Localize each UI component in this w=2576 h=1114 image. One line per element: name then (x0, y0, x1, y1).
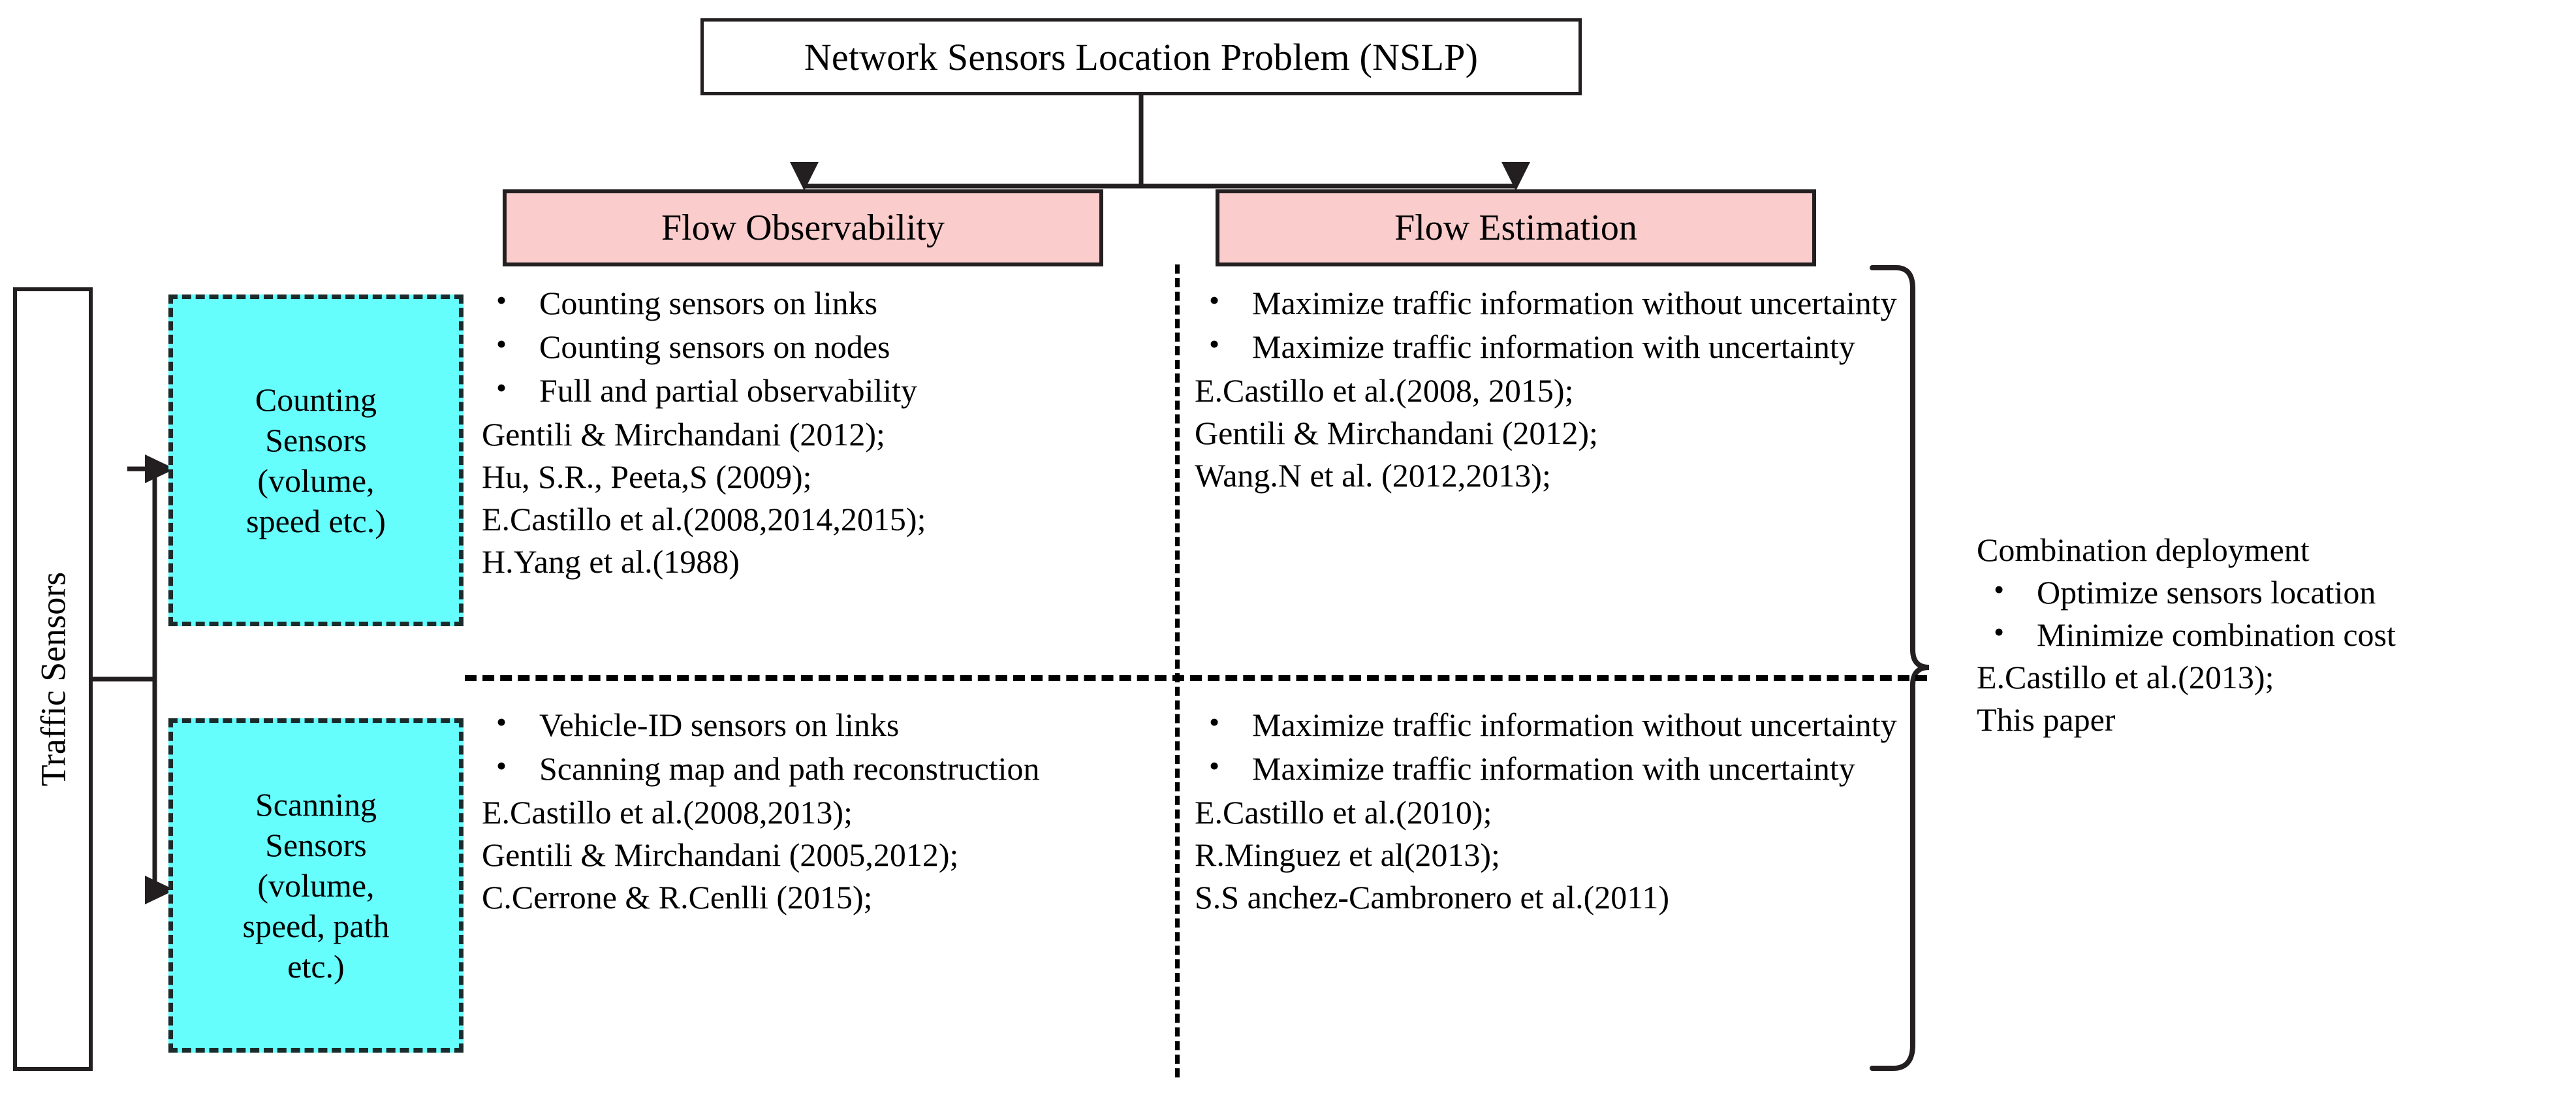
bullet-item: Counting sensors on links (482, 281, 1174, 325)
right-arrowhead (1501, 162, 1530, 191)
citation: Gentili & Mirchandani (2005,2012); (482, 836, 959, 873)
scanning-sensors-box[interactable]: Scanning Sensors (volume, speed, path et… (168, 718, 463, 1053)
citation: Gentili & Mirchandani (2012); (1195, 415, 1598, 451)
cell-counting-estimation: Maximize traffic information without unc… (1195, 281, 1900, 497)
vertical-column-divider (1175, 264, 1180, 1077)
citation: H.Yang et al.(1988) (482, 543, 740, 580)
bullet-item: Maximize traffic information with uncert… (1195, 746, 1919, 790)
citation: Gentili & Mirchandani (2012); (482, 416, 885, 453)
counting-sensors-box[interactable]: Counting Sensors (volume, speed etc.) (168, 294, 463, 626)
left-arrowhead (790, 162, 819, 191)
traffic-sensors-box: Traffic Sensors (13, 287, 93, 1071)
column-header-flow-observability[interactable]: Flow Observability (503, 189, 1103, 266)
bullet-item: Maximize traffic information without unc… (1195, 703, 1919, 746)
citation: E.Castillo et al.(2008, 2015); (1195, 372, 1574, 409)
citation: E.Castillo et al.(2010); (1195, 794, 1492, 831)
root-title-box: Network Sensors Location Problem (NSLP) (700, 18, 1582, 95)
citation: E.Castillo et al.(2008,2013); (482, 794, 853, 831)
citation: R.Minguez et al(2013); (1195, 836, 1500, 873)
traffic-sensors-label: Traffic Sensors (33, 571, 73, 787)
citation: Wang.N et al. (2012,2013); (1195, 457, 1551, 494)
bullet-item: Vehicle-ID sensors on links (482, 703, 1187, 746)
citation: Hu, S.R., Peeta,S (2009); (482, 458, 812, 495)
citation: S.S anchez-Cambronero et al.(2011) (1195, 879, 1670, 915)
bullet-item: Maximize traffic information without unc… (1195, 281, 1900, 325)
counting-sensors-label: Counting Sensors (volume, speed etc.) (246, 381, 386, 539)
column-header-label: Flow Observability (661, 208, 945, 248)
cell-scanning-observability: Vehicle-ID sensors on links Scanning map… (482, 703, 1187, 919)
bullet-item: Minimize combination cost (1977, 613, 2564, 656)
combination-deployment-block: Combination deployment Optimize sensors … (1977, 529, 2564, 741)
bullet-item: Optimize sensors location (1977, 570, 2564, 614)
citation: This paper (1977, 701, 2116, 738)
column-header-label: Flow Estimation (1394, 208, 1637, 248)
citation: E.Castillo et al.(2008,2014,2015); (482, 501, 926, 537)
cell-scanning-estimation: Maximize traffic information without unc… (1195, 703, 1919, 919)
column-header-flow-estimation[interactable]: Flow Estimation (1216, 189, 1816, 266)
bullet-item: Full and partial observability (482, 368, 1174, 412)
cell-counting-observability: Counting sensors on links Counting senso… (482, 281, 1174, 583)
citation: E.Castillo et al.(2013); (1977, 659, 2274, 695)
combination-header: Combination deployment (1977, 532, 2310, 568)
citation: C.Cerrone & R.Cenlli (2015); (482, 879, 873, 915)
scanning-sensors-label: Scanning Sensors (volume, speed, path et… (242, 786, 390, 985)
bullet-item: Maximize traffic information with uncert… (1195, 325, 1900, 368)
bullet-item: Counting sensors on nodes (482, 325, 1174, 368)
bullet-item: Scanning map and path reconstruction (482, 746, 1187, 790)
horizontal-row-divider (465, 675, 1927, 681)
page-title: Network Sensors Location Problem (NSLP) (804, 35, 1479, 78)
